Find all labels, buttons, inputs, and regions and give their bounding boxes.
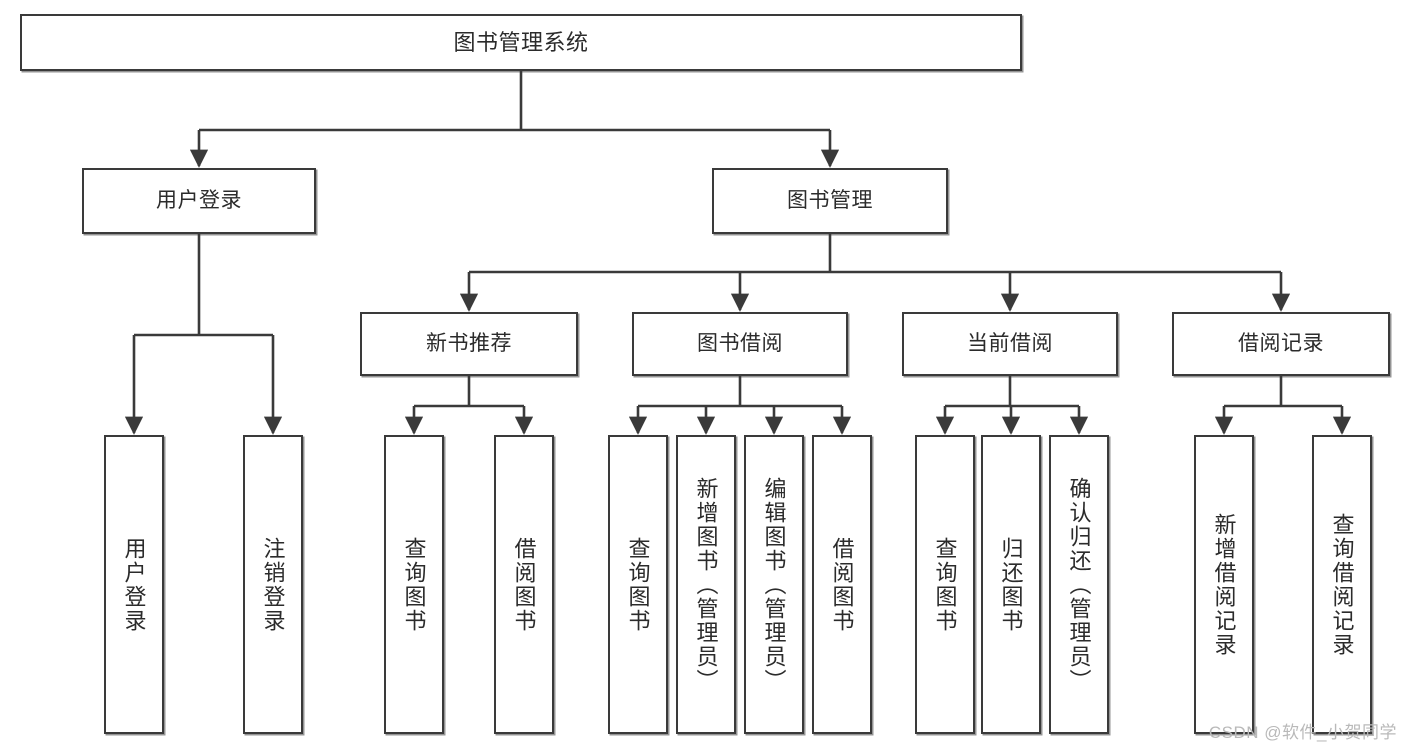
node-label: 借阅图书 bbox=[511, 536, 537, 633]
leaf-current-borrow-confirm-return[interactable]: 确认归还（管理员） bbox=[1049, 435, 1109, 734]
node-book-borrow[interactable]: 图书借阅 bbox=[632, 312, 848, 376]
leaf-book-borrow-query[interactable]: 查询图书 bbox=[608, 435, 668, 734]
node-user-login[interactable]: 用户登录 bbox=[82, 168, 316, 234]
node-label: 用户登录 bbox=[121, 536, 147, 633]
node-label: 新书推荐 bbox=[426, 331, 512, 355]
leaf-borrow-record-add[interactable]: 新增借阅记录 bbox=[1194, 435, 1254, 734]
leaf-book-borrow-edit[interactable]: 编辑图书（管理员） bbox=[744, 435, 804, 734]
leaf-current-borrow-query[interactable]: 查询图书 bbox=[915, 435, 975, 734]
node-label: 查询图书 bbox=[625, 536, 651, 633]
node-label: 图书借阅 bbox=[697, 331, 783, 355]
node-label: 图书管理 bbox=[787, 188, 873, 212]
node-label: 图书管理系统 bbox=[453, 29, 589, 55]
node-book-management[interactable]: 图书管理 bbox=[712, 168, 948, 234]
node-label: 借阅记录 bbox=[1238, 331, 1324, 355]
node-label: 查询图书 bbox=[401, 536, 427, 633]
node-new-book-recommend[interactable]: 新书推荐 bbox=[360, 312, 578, 376]
leaf-borrow-record-query[interactable]: 查询借阅记录 bbox=[1312, 435, 1372, 734]
node-current-borrow[interactable]: 当前借阅 bbox=[902, 312, 1118, 376]
node-label: 查询借阅记录 bbox=[1329, 512, 1355, 657]
node-label: 编辑图书（管理员） bbox=[761, 476, 787, 693]
leaf-new-book-borrow[interactable]: 借阅图书 bbox=[494, 435, 554, 734]
leaf-user-login-login[interactable]: 用户登录 bbox=[104, 435, 164, 734]
node-label: 新增借阅记录 bbox=[1211, 512, 1237, 657]
node-label: 用户登录 bbox=[156, 188, 242, 212]
csdn-watermark: CSDN @软件_小贺同学 bbox=[1208, 723, 1397, 742]
leaf-book-borrow-add[interactable]: 新增图书（管理员） bbox=[676, 435, 736, 734]
node-label: 借阅图书 bbox=[829, 536, 855, 633]
leaf-new-book-query[interactable]: 查询图书 bbox=[384, 435, 444, 734]
node-borrow-record[interactable]: 借阅记录 bbox=[1172, 312, 1390, 376]
leaf-book-borrow-borrow[interactable]: 借阅图书 bbox=[812, 435, 872, 734]
node-label: 查询图书 bbox=[932, 536, 958, 633]
node-label: 注销登录 bbox=[260, 536, 286, 633]
node-label: 新增图书（管理员） bbox=[693, 476, 719, 693]
leaf-user-login-logout[interactable]: 注销登录 bbox=[243, 435, 303, 734]
node-root-book-management-system[interactable]: 图书管理系统 bbox=[20, 14, 1022, 71]
leaf-current-borrow-return[interactable]: 归还图书 bbox=[981, 435, 1041, 734]
node-label: 归还图书 bbox=[998, 536, 1024, 633]
node-label: 确认归还（管理员） bbox=[1066, 476, 1092, 693]
node-label: 当前借阅 bbox=[967, 331, 1053, 355]
